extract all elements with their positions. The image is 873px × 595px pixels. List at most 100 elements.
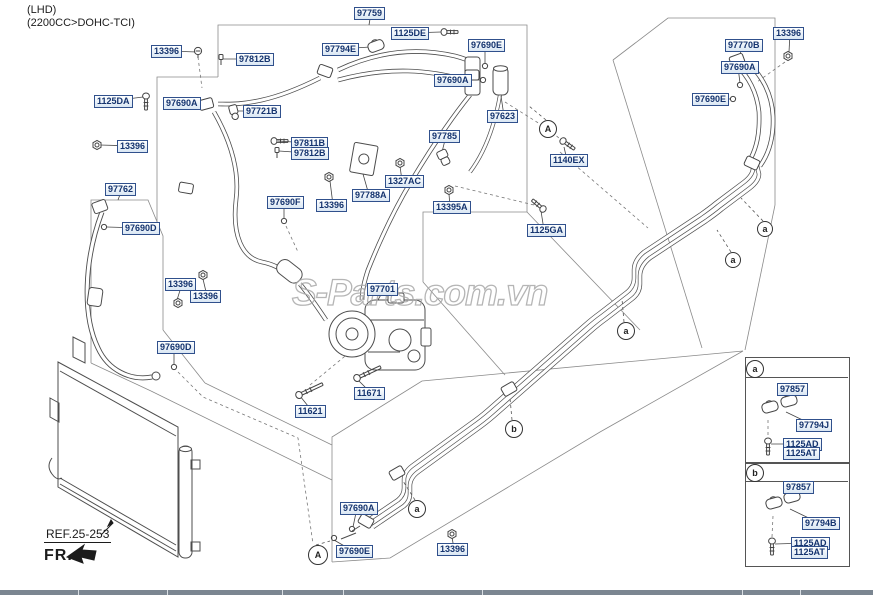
part-label-97759[interactable]: 97759 bbox=[354, 7, 386, 20]
bolt-icon bbox=[558, 135, 577, 153]
oring-icon bbox=[100, 223, 108, 231]
part-label-13396[interactable]: 13396 bbox=[165, 278, 197, 291]
footer-divider bbox=[343, 590, 344, 595]
part-label-13396[interactable]: 13396 bbox=[117, 140, 149, 153]
part-label-97690e[interactable]: 97690E bbox=[336, 545, 374, 558]
section-marker-b: b bbox=[505, 420, 523, 438]
part-label-13396[interactable]: 13396 bbox=[316, 199, 348, 212]
part-label-13395a[interactable]: 13395A bbox=[433, 201, 471, 214]
part-label-97690a[interactable]: 97690A bbox=[434, 74, 472, 87]
oring-icon bbox=[736, 81, 744, 89]
rear-pipes-drawing bbox=[340, 159, 762, 540]
footer-divider bbox=[78, 590, 79, 595]
part-label-13396[interactable]: 13396 bbox=[151, 45, 183, 58]
part-label-97857[interactable]: 97857 bbox=[777, 383, 809, 396]
footer-divider bbox=[800, 590, 801, 595]
footer-divider bbox=[742, 590, 743, 595]
part-label-97762[interactable]: 97762 bbox=[105, 183, 137, 196]
pin-icon bbox=[274, 147, 280, 159]
condenser-drawing bbox=[48, 336, 201, 559]
oring-icon bbox=[170, 363, 178, 371]
part-label-97690a[interactable]: 97690A bbox=[721, 61, 759, 74]
section-marker-b: b bbox=[746, 464, 764, 482]
ref-link[interactable]: REF.25-253 bbox=[44, 527, 112, 543]
front-direction-label: FR. bbox=[44, 547, 73, 564]
liquid-hose-drawing bbox=[84, 199, 161, 381]
oring-icon bbox=[729, 95, 737, 103]
nut-icon bbox=[447, 528, 457, 540]
part-label-97623[interactable]: 97623 bbox=[487, 110, 519, 123]
oring-icon bbox=[481, 62, 489, 70]
fr-direction-arrow bbox=[65, 543, 97, 564]
section-marker-A: A bbox=[308, 545, 328, 565]
section-marker-a: a bbox=[757, 221, 773, 237]
oring-icon bbox=[479, 76, 487, 84]
section-marker-a: a bbox=[408, 500, 426, 518]
part-label-1125de[interactable]: 1125DE bbox=[391, 27, 430, 40]
footer-divider bbox=[167, 590, 168, 595]
nut-icon bbox=[92, 139, 102, 151]
drive-variant-label: (LHD) bbox=[27, 4, 57, 16]
footer-divider bbox=[282, 590, 283, 595]
marker-leader-lines bbox=[315, 105, 764, 546]
legend-box-b bbox=[745, 462, 850, 567]
compressor-drawing bbox=[328, 292, 432, 371]
legend-box-a bbox=[745, 357, 850, 464]
section-marker-a: a bbox=[725, 252, 741, 268]
part-label-97701[interactable]: 97701 bbox=[367, 283, 399, 296]
part-label-13396[interactable]: 13396 bbox=[773, 27, 805, 40]
part-label-97690a[interactable]: 97690A bbox=[163, 97, 201, 110]
nut-icon bbox=[395, 157, 405, 169]
legend-header-a bbox=[745, 357, 848, 378]
sensor-icon bbox=[435, 148, 452, 167]
part-label-97690f[interactable]: 97690F bbox=[267, 196, 304, 209]
part-label-1327ac[interactable]: 1327AC bbox=[385, 175, 425, 188]
block-icon bbox=[316, 63, 334, 79]
part-label-97857[interactable]: 97857 bbox=[783, 481, 815, 494]
part-label-1125at[interactable]: 1125AT bbox=[791, 546, 828, 559]
part-label-97785[interactable]: 97785 bbox=[429, 130, 461, 143]
boltlong-icon bbox=[294, 380, 325, 401]
pin-icon bbox=[218, 54, 224, 66]
part-label-13396[interactable]: 13396 bbox=[190, 290, 222, 303]
section-marker-a: a bbox=[617, 322, 635, 340]
bolt-icon bbox=[142, 92, 150, 111]
part-label-11671[interactable]: 11671 bbox=[354, 387, 385, 400]
rear-hose-assembly-drawing bbox=[735, 62, 776, 168]
part-label-11621[interactable]: 11621 bbox=[295, 405, 326, 418]
footer-divider bbox=[482, 590, 483, 595]
part-label-1140ex[interactable]: 1140EX bbox=[550, 154, 588, 167]
part-label-97794j[interactable]: 97794J bbox=[796, 419, 833, 432]
part-label-1125ga[interactable]: 1125GA bbox=[527, 224, 567, 237]
footer-table-edge bbox=[0, 590, 873, 595]
oring-icon bbox=[280, 217, 288, 225]
part-label-97812b[interactable]: 97812B bbox=[236, 53, 274, 66]
part-label-97690d[interactable]: 97690D bbox=[157, 341, 195, 354]
bolt-icon bbox=[529, 196, 548, 215]
part-label-1125da[interactable]: 1125DA bbox=[94, 95, 133, 108]
nut-icon bbox=[783, 50, 793, 62]
part-label-97788a[interactable]: 97788A bbox=[352, 189, 390, 202]
part-label-97812b[interactable]: 97812B bbox=[291, 147, 329, 160]
block-icon bbox=[177, 181, 195, 195]
engine-variant-label: (2200CC>DOHC-TCI) bbox=[27, 17, 135, 29]
screw-icon bbox=[193, 46, 203, 59]
nut-icon bbox=[198, 269, 208, 281]
section-marker-a: a bbox=[746, 360, 764, 378]
enclosure-lines bbox=[90, 17, 776, 563]
clamp-icon bbox=[365, 36, 386, 54]
part-label-97690e[interactable]: 97690E bbox=[692, 93, 730, 106]
part-label-97690e[interactable]: 97690E bbox=[468, 39, 506, 52]
part-label-97770b[interactable]: 97770B bbox=[725, 39, 763, 52]
bolt-icon bbox=[440, 28, 459, 36]
part-label-97794e[interactable]: 97794E bbox=[322, 43, 360, 56]
part-label-97721b[interactable]: 97721B bbox=[243, 105, 281, 118]
part-label-97690d[interactable]: 97690D bbox=[122, 222, 160, 235]
part-label-97690a[interactable]: 97690A bbox=[340, 502, 378, 515]
part-label-1125at[interactable]: 1125AT bbox=[783, 447, 820, 460]
reference-block: REF.25-253 FR. bbox=[44, 527, 112, 565]
nut-icon bbox=[173, 297, 183, 309]
part-label-97794b[interactable]: 97794B bbox=[802, 517, 840, 530]
part-label-13396[interactable]: 13396 bbox=[437, 543, 469, 556]
